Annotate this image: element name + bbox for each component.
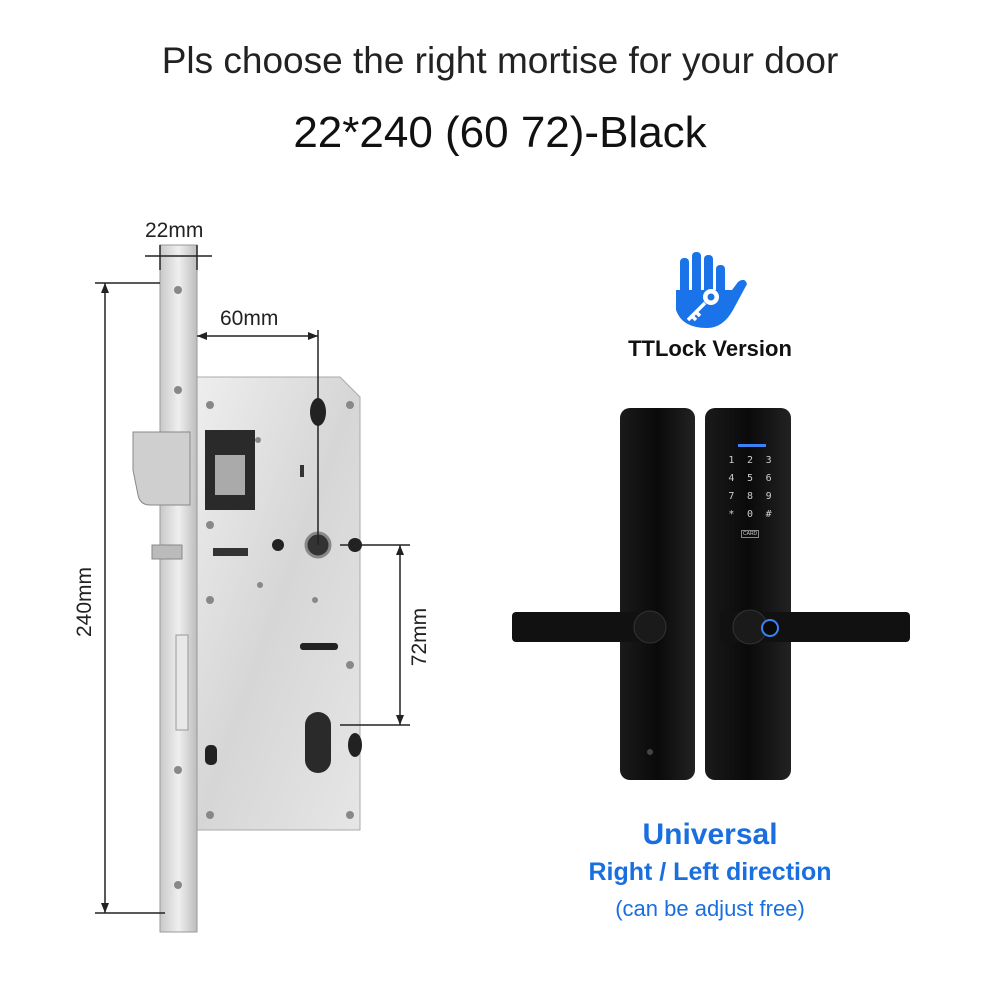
- model-title: 22*240 (60 72)-Black: [293, 108, 707, 157]
- hand-key-icon: [676, 252, 747, 328]
- smart-lock-exterior: [512, 408, 695, 780]
- key-6: 6: [765, 473, 772, 484]
- card-indicator: CARD: [741, 530, 760, 538]
- backset-label: 60mm: [220, 307, 279, 330]
- length-label: 240mm: [73, 566, 96, 638]
- key-star: *: [728, 509, 735, 520]
- dimension-lines: [95, 245, 410, 914]
- key-2: 2: [746, 455, 753, 466]
- direction-text: Right / Left direction: [588, 858, 832, 886]
- key-0: 0: [746, 509, 753, 520]
- key-hash: #: [765, 509, 772, 520]
- ttlock-version-label: TTLock Version: [628, 336, 792, 361]
- faceplate: [159, 244, 198, 933]
- key-7: 7: [728, 491, 735, 502]
- key-4: 4: [728, 473, 735, 484]
- key-8: 8: [746, 491, 753, 502]
- universal-title: Universal: [642, 818, 778, 851]
- key-3: 3: [765, 455, 772, 466]
- keypad: 1 2 3 4 5 6 7 8 9 * 0 #: [722, 455, 778, 521]
- adjust-note: (can be adjust free): [615, 896, 805, 921]
- key-9: 9: [765, 491, 772, 502]
- latch-bolt: [132, 431, 191, 506]
- key-5: 5: [746, 473, 753, 484]
- center-distance-label: 72mm: [408, 607, 431, 667]
- key-1: 1: [728, 455, 735, 466]
- smart-lock-interior: [705, 408, 910, 780]
- instruction-heading: Pls choose the right mortise for your do…: [161, 40, 839, 81]
- fingerprint-sensor: [761, 619, 779, 637]
- faceplate-width-label: 22mm: [145, 219, 204, 242]
